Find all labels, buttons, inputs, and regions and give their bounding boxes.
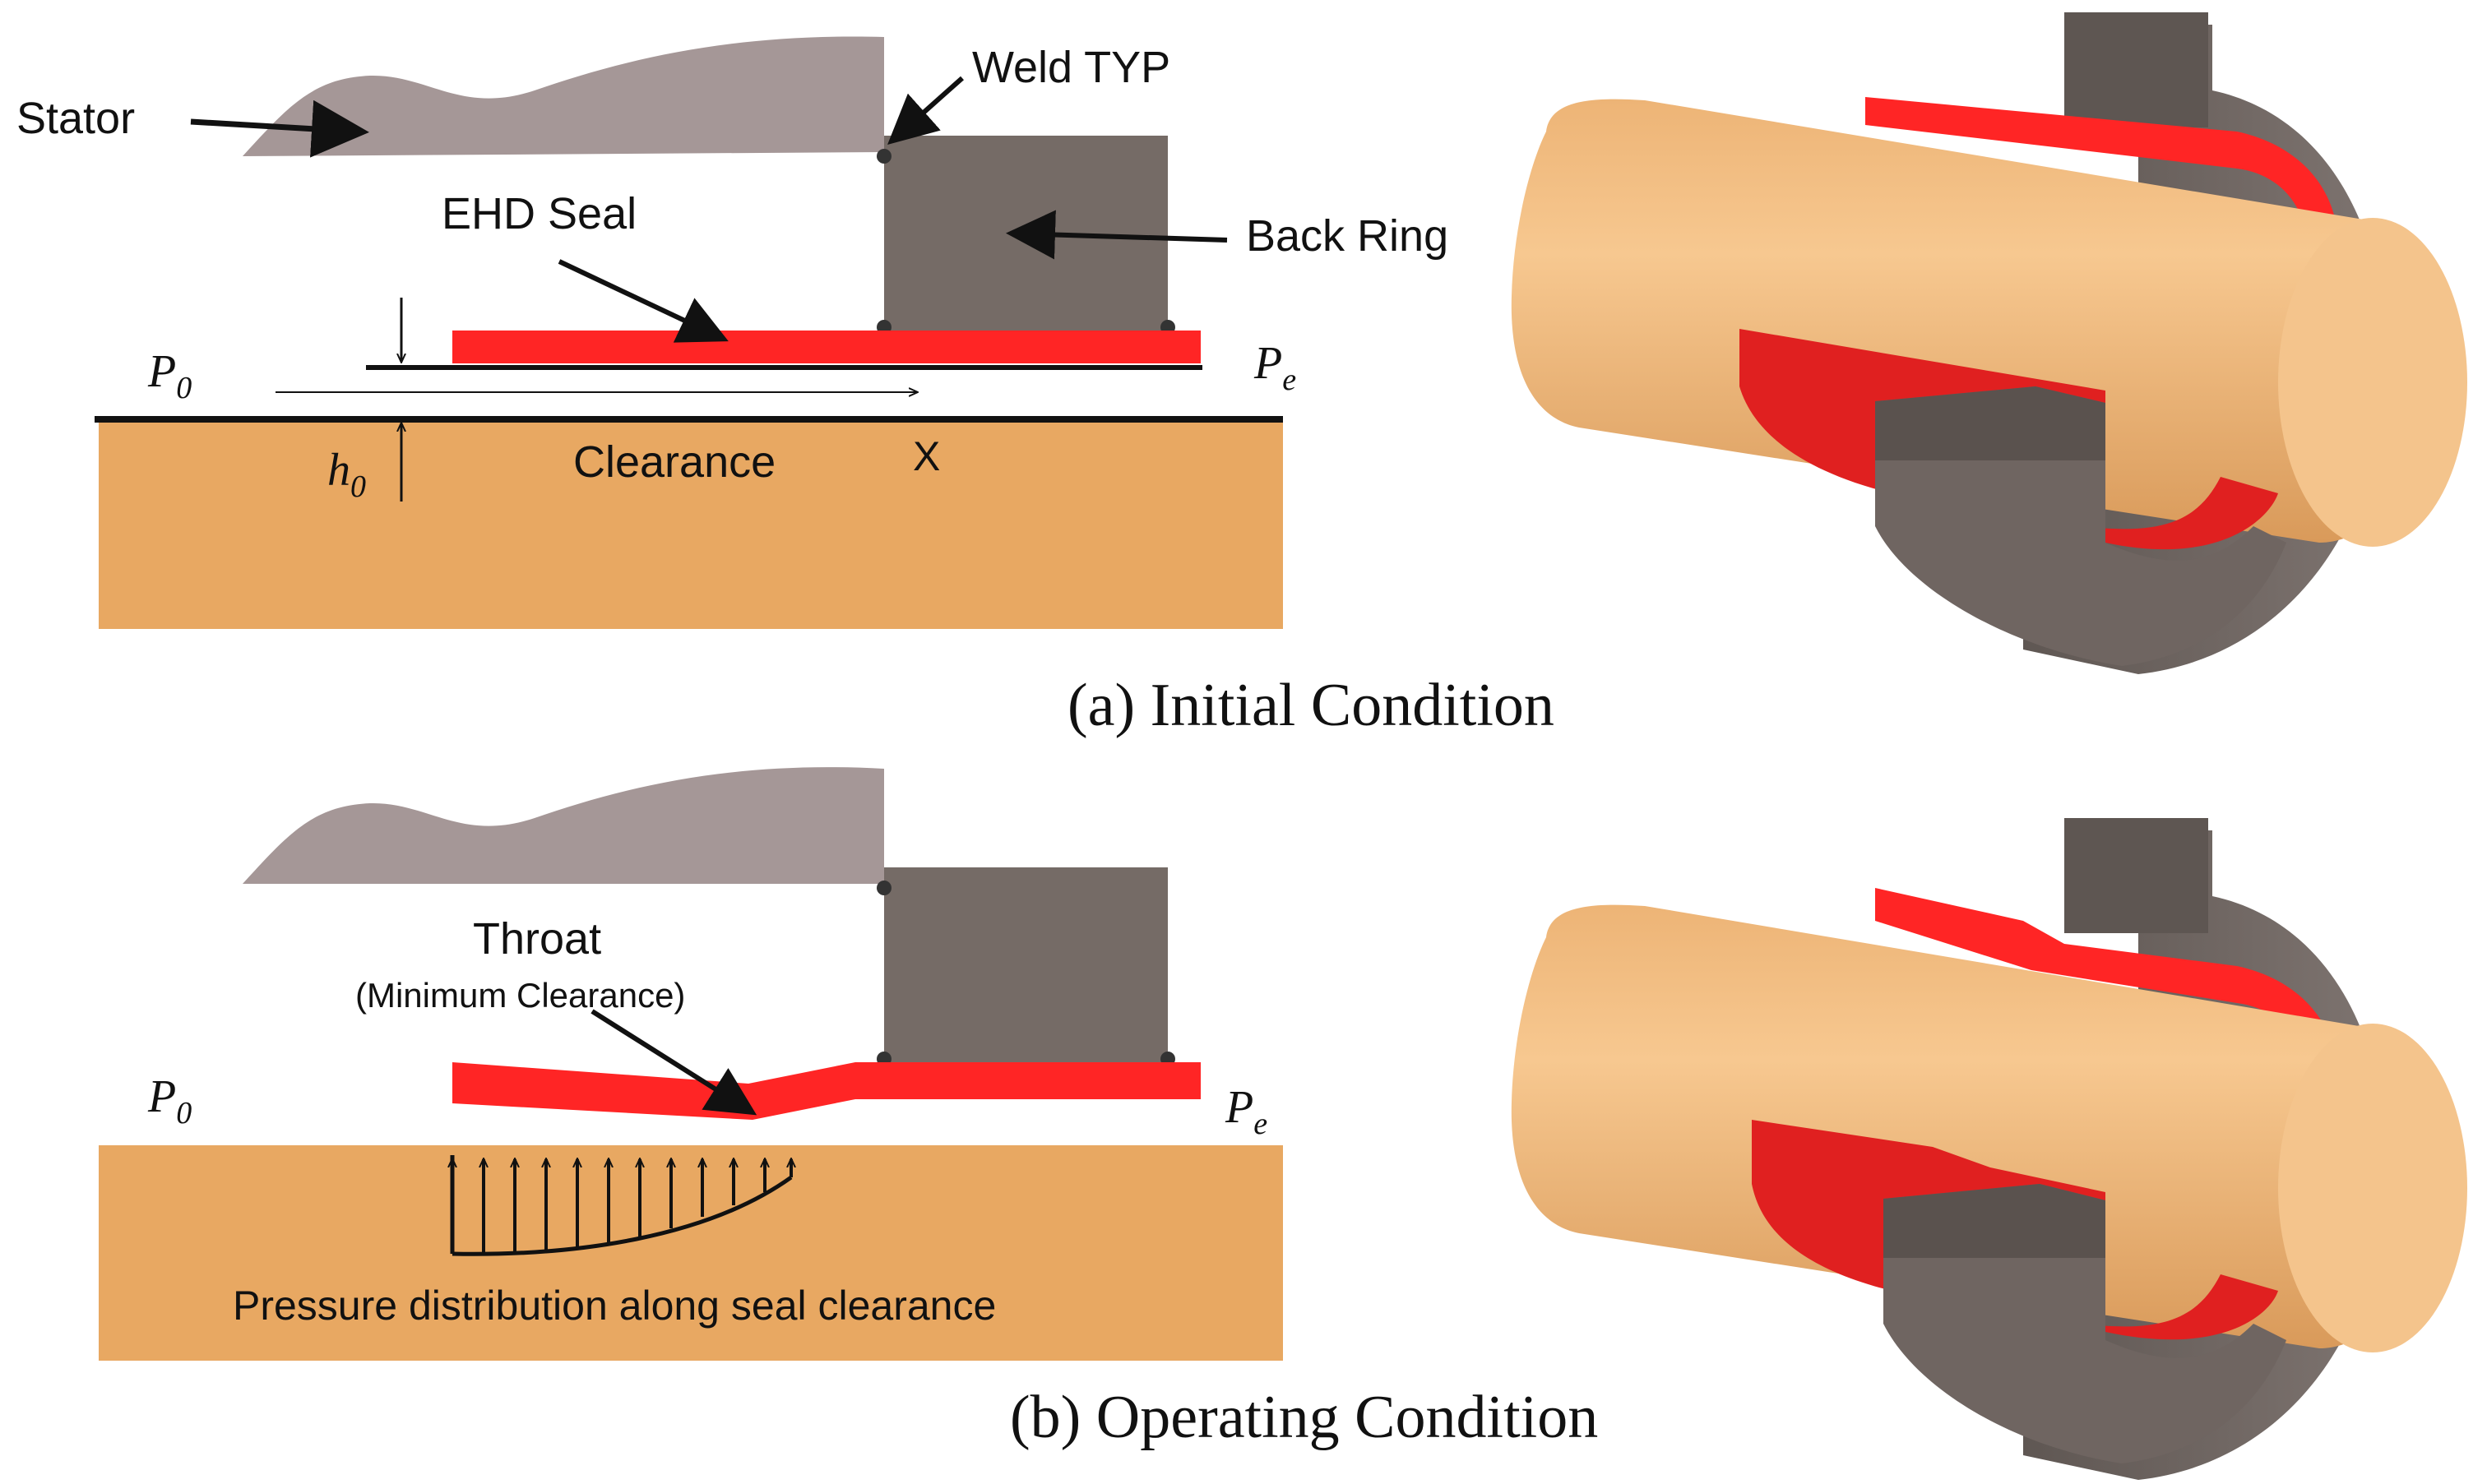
back-ring <box>884 867 1168 1065</box>
arrow-icon <box>190 99 369 158</box>
seal-3d-top <box>1865 97 2336 222</box>
panel-b-cross-section: Throat (Minimum Clearance) P0 Pe Pressur… <box>99 767 1283 1361</box>
label-throat: Throat <box>473 914 601 964</box>
arrow-icon <box>887 76 964 145</box>
label-h0: h0 <box>327 445 366 504</box>
shaft-end-face <box>2278 1024 2467 1352</box>
panel-a-3d-view <box>1511 12 2467 674</box>
shaft-3d-icon <box>1511 99 2451 543</box>
shaft-section <box>99 1145 1283 1361</box>
label-pressure: Pressure distribution along seal clearan… <box>233 1283 996 1329</box>
back-ring-top-face <box>2064 818 2208 933</box>
caption-b: (b) Operating Condition <box>1010 1384 1598 1451</box>
deformed-ehd-seal <box>452 1062 1201 1120</box>
arrow-icon <box>1006 210 1228 260</box>
back-ring-top-face <box>2064 12 2208 127</box>
label-p0: P0 <box>147 1071 192 1130</box>
ehd-seal <box>452 331 1201 363</box>
weld-bead-icon <box>877 881 892 895</box>
shaft-end-face <box>2278 218 2467 547</box>
stator-shape <box>243 767 884 884</box>
label-pe: Pe <box>1253 338 1296 397</box>
weld-bead-icon <box>877 149 892 164</box>
stator-shape <box>243 36 884 157</box>
label-ehd-seal: EHD Seal <box>442 189 637 238</box>
back-ring-3d-face <box>1875 386 2105 460</box>
back-ring-3d-face <box>1883 1184 2105 1258</box>
label-clearance: Clearance <box>573 437 776 487</box>
pressure-curve <box>452 1175 793 1256</box>
caption-a: (a) Initial Condition <box>1068 672 1554 739</box>
label-p0: P0 <box>147 346 192 405</box>
seal-3d-top <box>1875 888 2336 1056</box>
label-pe: Pe <box>1225 1082 1267 1141</box>
arrow-icon <box>590 1009 757 1116</box>
panel-b-3d-view <box>1511 818 2467 1480</box>
label-weld: Weld TYP <box>972 43 1170 92</box>
label-throat-note: (Minimum Clearance) <box>355 976 685 1015</box>
label-stator: Stator <box>16 94 135 143</box>
label-x: X <box>913 433 940 479</box>
panel-a-cross-section: Stator Weld TYP EHD Seal Back Ring P0 Pe… <box>16 36 1448 629</box>
arrow-icon <box>558 259 729 343</box>
pressure-distribution <box>452 1155 793 1256</box>
label-back-ring: Back Ring <box>1246 211 1448 261</box>
shaft-section <box>99 418 1283 629</box>
shaft-3d-icon <box>1511 904 2451 1348</box>
